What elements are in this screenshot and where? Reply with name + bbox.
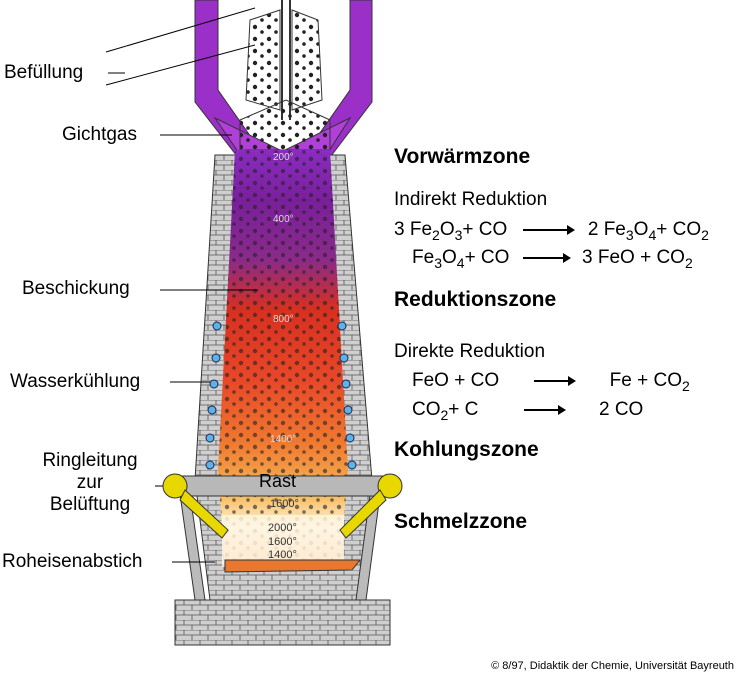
reaction-arrow bbox=[534, 375, 577, 386]
temp-label: 200° bbox=[273, 152, 294, 163]
equation-direct-2: CO2+ C 2 CO bbox=[412, 399, 644, 423]
temp-label: 1600° bbox=[270, 498, 299, 510]
pig-iron-tap bbox=[224, 559, 362, 573]
equation-direct-1: FeO + CO Fe + CO2 bbox=[412, 370, 690, 394]
label-tapping: Roheisenabstich bbox=[2, 551, 143, 572]
zone-carburization: Kohlungszone bbox=[394, 438, 539, 461]
copyright-notice: © 8/97, Didaktik der Chemie, Universität… bbox=[491, 660, 734, 672]
temp-label: 1600° bbox=[268, 536, 297, 548]
equation-indirect-1: 3 Fe2O3+ CO 2 Fe3O4+ CO2 bbox=[394, 219, 709, 243]
tuyere-ring-line bbox=[162, 473, 403, 539]
temp-label: 1400° bbox=[268, 549, 297, 561]
label-charge: Beschickung bbox=[22, 278, 130, 299]
direct-reduction-title: Direkte Reduktion bbox=[394, 341, 546, 362]
zone-melting: Schmelzzone bbox=[394, 510, 528, 533]
temp-label: 400° bbox=[273, 214, 294, 225]
indirect-reduction-title: Indirekt Reduktion bbox=[394, 189, 548, 210]
temp-label: 1400° bbox=[270, 434, 297, 445]
charging-bell bbox=[239, 0, 331, 151]
temp-label: 2000° bbox=[268, 522, 297, 534]
reaction-arrow bbox=[522, 224, 575, 235]
water-cooling-nozzles bbox=[205, 321, 357, 470]
foundation bbox=[174, 599, 391, 646]
equation-indirect-2: Fe3O4+ CO 3 FeO + CO2 bbox=[412, 247, 693, 271]
label-filling: Befüllung bbox=[4, 62, 84, 83]
label-ring-line: Ringleitung zur Belüftung bbox=[42, 450, 138, 515]
reaction-arrow bbox=[522, 252, 571, 263]
reaction-arrow bbox=[523, 404, 566, 415]
zone-preheat: Vorwärmzone bbox=[394, 145, 531, 168]
label-top-gas: Gichtgas bbox=[62, 124, 137, 145]
label-water-cooling: Wasserkühlung bbox=[10, 371, 141, 392]
temp-label: 800° bbox=[273, 314, 294, 325]
label-rast: Rast bbox=[259, 471, 297, 491]
leader-lines bbox=[105, 7, 258, 563]
zone-reduction: Reduktionszone bbox=[394, 288, 557, 311]
